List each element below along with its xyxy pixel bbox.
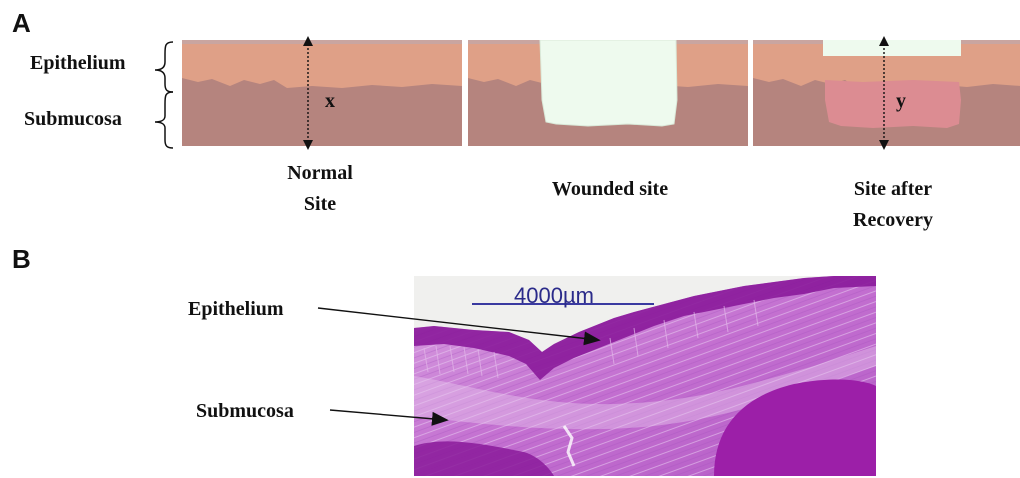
epithelium-pointer-arrow [318, 308, 598, 340]
submucosa-pointer-arrow [330, 410, 446, 420]
